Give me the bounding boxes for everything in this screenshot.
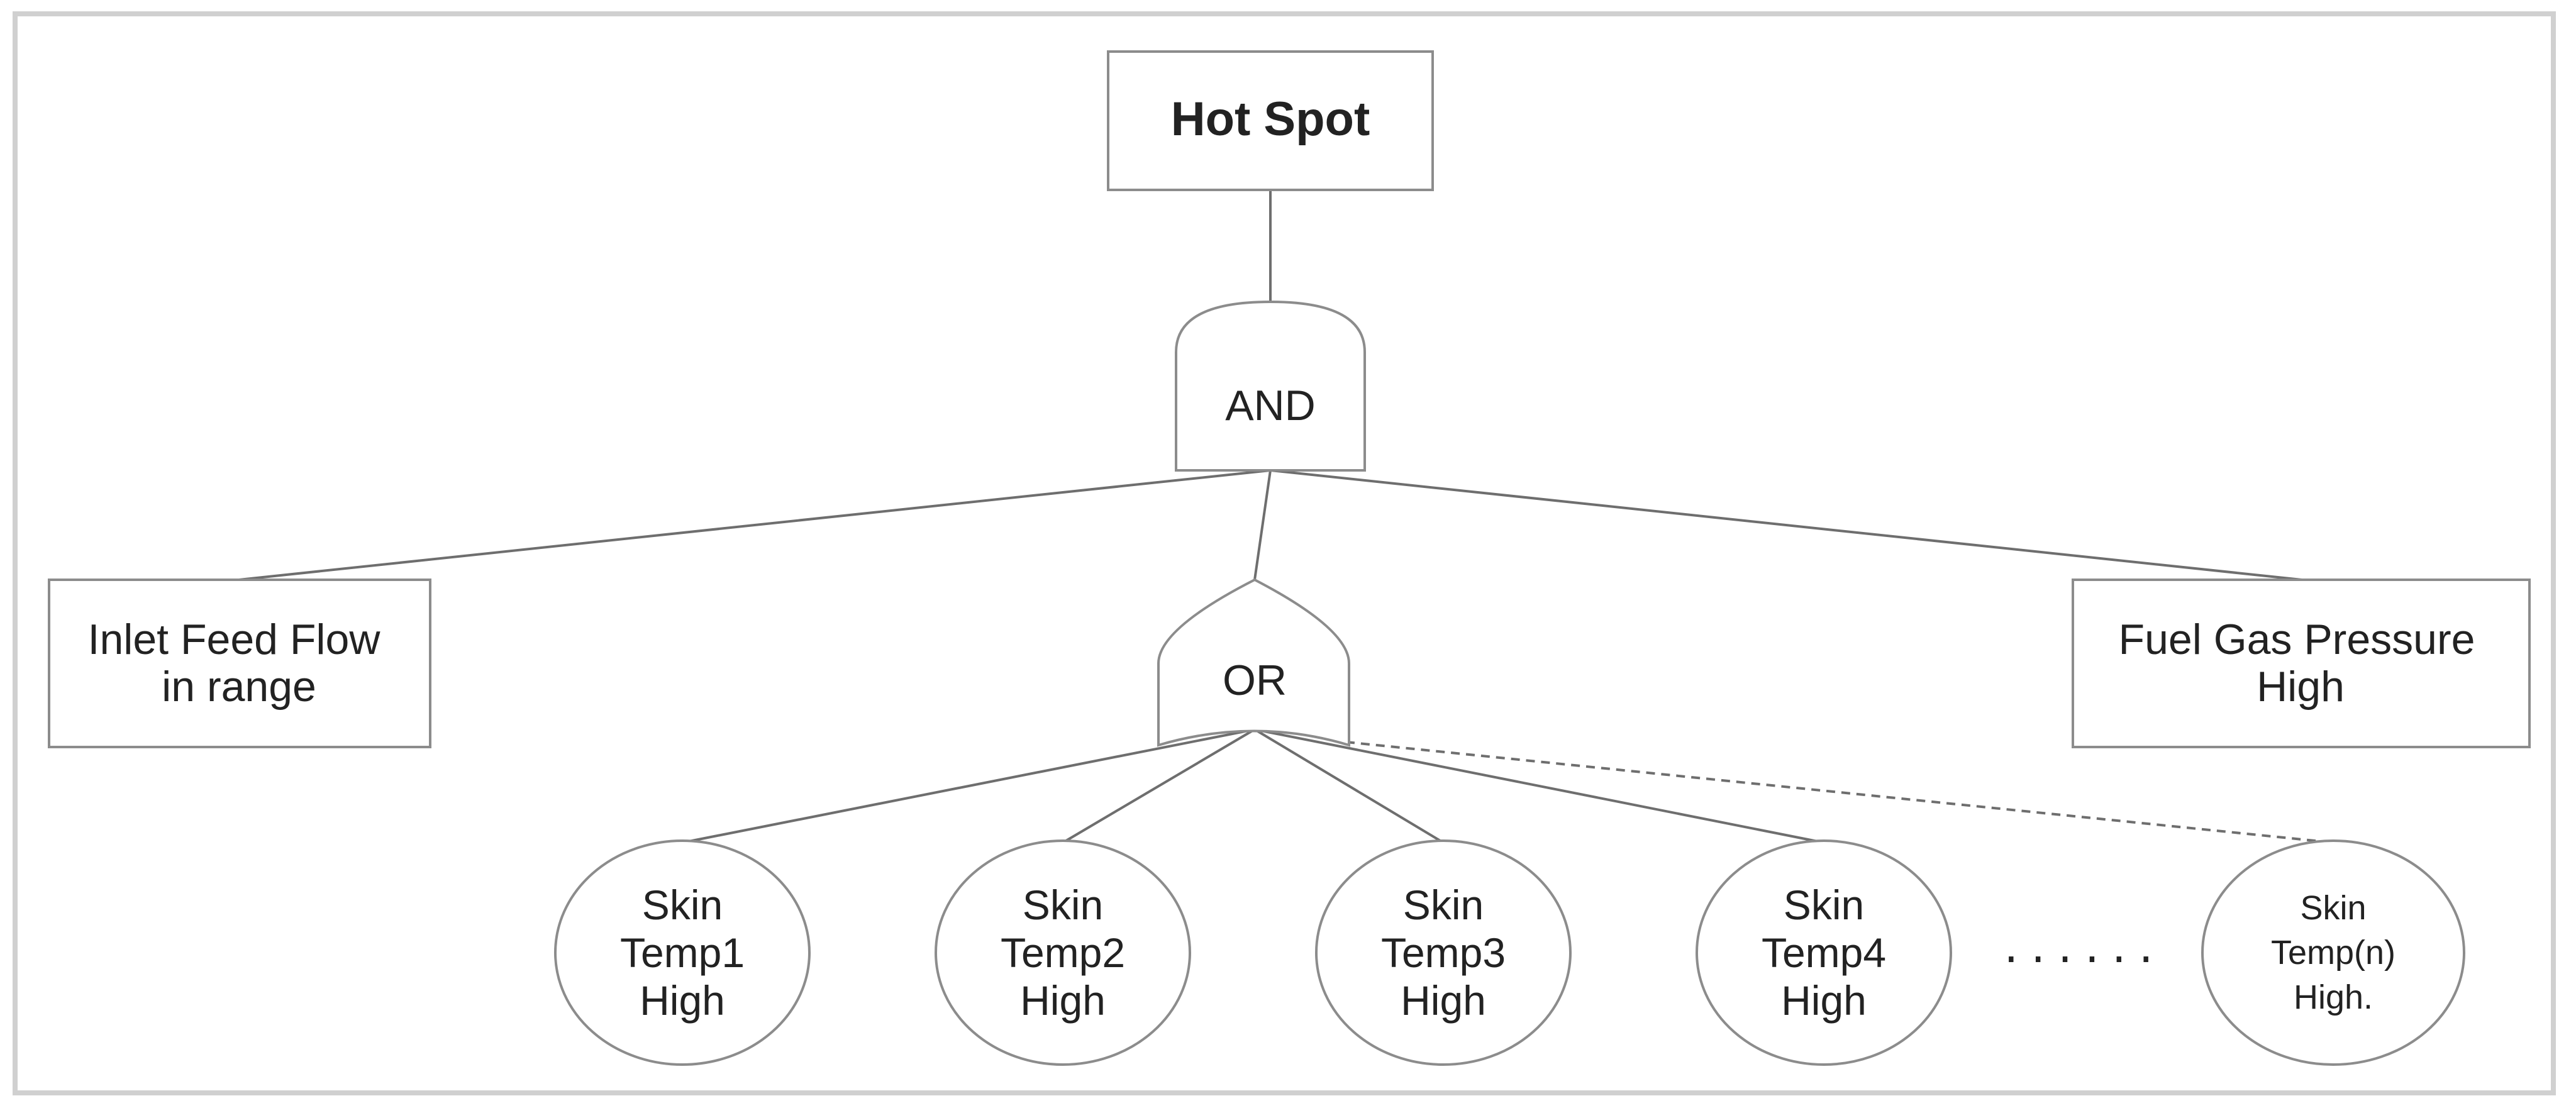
- edge-or-skinn-dashed: [1345, 741, 2334, 844]
- basic-event-3-line1: Skin: [1403, 882, 1484, 928]
- basic-event-2-line2: Temp2: [1001, 929, 1125, 976]
- and-gate: AND: [1175, 300, 1366, 472]
- basic-event-4-line2: Temp4: [1762, 929, 1886, 976]
- ellipsis-dots: ......: [2004, 920, 2165, 973]
- basic-event-2-line3: High: [1020, 977, 1106, 1024]
- edge-or-skin3: [1253, 728, 1445, 844]
- or-gate: OR: [1157, 578, 1350, 747]
- edge-and-inlet: [238, 469, 1271, 581]
- condition-right-line1: Fuel Gas Pressure: [2119, 616, 2475, 663]
- condition-left-line1: Inlet Feed Flow: [88, 616, 381, 663]
- basic-event-1-line3: High: [640, 977, 725, 1024]
- basic-event-1-line2: Temp1: [620, 929, 745, 976]
- basic-event-n-line3: High.: [2294, 978, 2373, 1016]
- basic-event-skin-temp1: Skin Temp1 High: [554, 839, 811, 1066]
- basic-event-2-line1: Skin: [1023, 882, 1103, 928]
- basic-event-3-line2: Temp3: [1381, 929, 1506, 976]
- basic-event-3-line3: High: [1401, 977, 1486, 1024]
- basic-event-skin-temp3: Skin Temp3 High: [1315, 839, 1572, 1066]
- condition-inlet-feed-flow: Inlet Feed Flow in range: [48, 579, 431, 748]
- diagram-frame: [13, 11, 2556, 1095]
- edge-and-or: [1253, 470, 1272, 580]
- condition-fuel-gas-pressure: Fuel Gas Pressure High: [2072, 579, 2531, 748]
- top-event-hot-spot: Hot Spot: [1107, 50, 1434, 191]
- basic-event-1-line1: Skin: [642, 882, 723, 928]
- edge-or-skin1: [682, 728, 1255, 844]
- condition-left-line2: in range: [162, 663, 316, 711]
- basic-event-4-line3: High: [1781, 977, 1867, 1024]
- edge-or-skin2: [1062, 728, 1256, 844]
- basic-event-4-line1: Skin: [1784, 882, 1864, 928]
- basic-event-n-line2: Temp(n): [2271, 934, 2396, 972]
- basic-event-skin-temp2: Skin Temp2 High: [935, 839, 1191, 1066]
- top-event-label: Hot Spot: [1171, 92, 1370, 146]
- edge-or-skin4: [1254, 728, 1824, 844]
- edges: [238, 189, 2334, 844]
- basic-event-skin-tempn: Skin Temp(n) High.: [2201, 839, 2465, 1066]
- or-gate-label: OR: [1223, 656, 1287, 704]
- and-gate-label: AND: [1225, 382, 1316, 429]
- basic-event-skin-temp4: Skin Temp4 High: [1696, 839, 1952, 1066]
- basic-event-n-line1: Skin: [2300, 889, 2366, 927]
- edge-and-fuel: [1270, 469, 2302, 581]
- condition-right-line2: High: [2257, 663, 2345, 711]
